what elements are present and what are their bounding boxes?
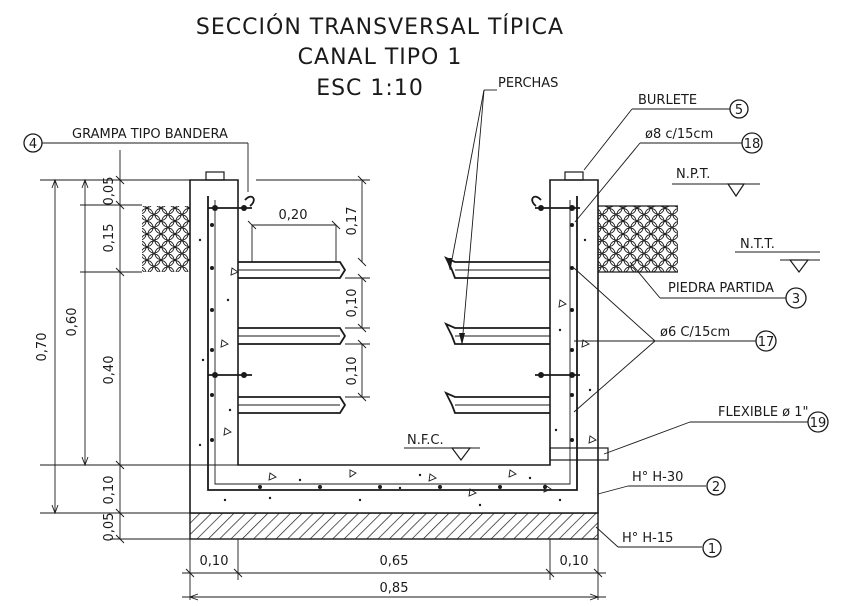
callout-18: 18 [744,137,761,152]
callout-17-circle [755,330,777,352]
dim-017: 0,17 [345,207,360,236]
label-grampa: GRAMPA TIPO BANDERA [72,127,228,142]
dim-070: 0,70 [35,333,50,362]
rebar-cage-inner [214,200,571,485]
leader-rebar-18 [574,142,742,223]
dim-015: 0,15 [102,224,117,253]
label-npt: N.P.T. [676,167,710,182]
rebar-dots [210,223,574,489]
leader-perchas [446,89,497,346]
stone-fill-left [142,206,190,272]
perchas-right [444,256,550,414]
perchas-left [238,261,347,414]
label-perchas: PERCHAS [498,76,558,91]
label-rebar-17: ø6 C/15cm [660,325,730,340]
callout-3: 3 [792,292,800,307]
callout-4-circle [23,133,43,153]
title-line-1: SECCIÓN TRANSVERSAL TÍPICA [196,14,564,40]
callout-19: 19 [810,416,827,431]
dimension-lines-inner [247,175,370,402]
right-burlete-seal [564,171,584,181]
callout-4: 4 [29,137,37,152]
level-markers [404,183,820,461]
title-line-2: CANAL TIPO 1 [298,45,463,70]
dim-065: 0,65 [380,554,409,569]
callout-19-circle [807,411,829,433]
dimension-lines-bottom [182,539,606,601]
callout-2-circle [706,476,726,496]
callout-5-circle [729,99,749,119]
label-nfc: N.F.C. [407,433,444,448]
left-burlete-seal [205,171,225,181]
callout-3-circle [785,287,807,309]
dim-010-bottom-right: 0,10 [560,554,589,569]
dimension-lines-left [40,150,238,544]
callout-1-circle [702,538,722,558]
label-burlete: BURLETE [638,93,697,108]
title-line-3: ESC 1:10 [316,76,424,101]
label-piedra: PIEDRA PARTIDA [668,281,774,296]
rebar-cage-outer [207,196,578,491]
callout-18-circle [741,132,763,154]
stone-fill-right [598,206,678,272]
dim-010-left: 0,10 [102,476,117,505]
dim-085: 0,85 [380,581,409,596]
grampas [208,195,580,378]
callout-2: 2 [712,480,720,495]
label-rebar-18: ø8 c/15cm [645,127,713,142]
leader-piedra [629,261,786,299]
dim-005-top: 0,05 [102,177,117,206]
flexible-pipe-stub [549,447,609,461]
concrete-channel-section [189,179,599,514]
dim-010-lower: 0,10 [345,357,360,386]
callout-1: 1 [708,542,716,557]
dim-010-bottom-left: 0,10 [200,554,229,569]
leader-flexible [603,421,808,455]
leader-h30 [597,485,706,495]
callout-17: 17 [758,335,775,350]
dim-040: 0,40 [102,356,117,385]
label-h15: H° H-15 [622,531,673,546]
label-flexible: FLEXIBLE ø 1" [718,405,809,420]
dim-010-upper: 0,10 [345,289,360,318]
leader-rebar-17 [573,267,756,413]
leader-burlete [583,108,730,171]
dim-005-bottom: 0,05 [102,513,117,542]
label-ntt: N.T.T. [740,237,775,252]
leader-h15 [595,526,702,548]
dim-060: 0,60 [65,308,80,337]
label-h30: H° H-30 [632,470,683,485]
dim-020: 0,20 [279,208,308,223]
lean-concrete-base [189,512,599,540]
callout-5: 5 [735,103,743,118]
